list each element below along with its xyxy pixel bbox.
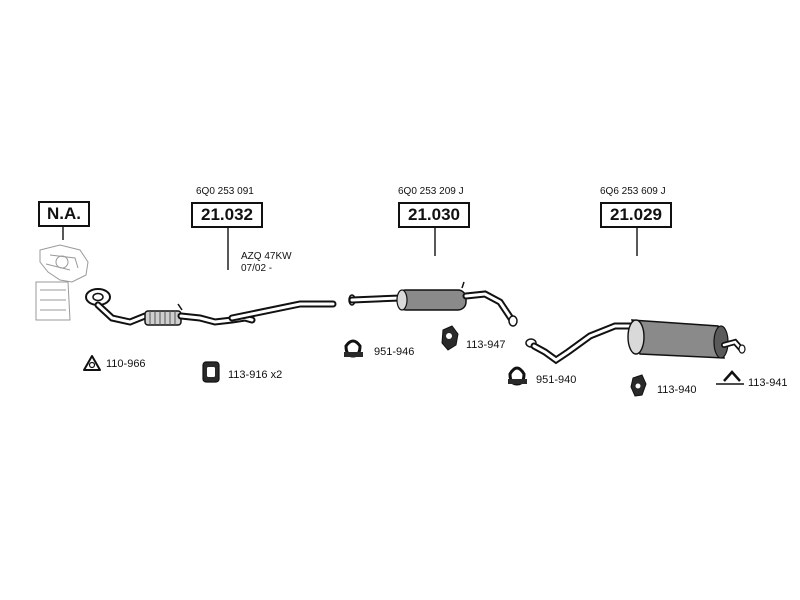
oe-number-21032: 6Q0 253 091 xyxy=(196,186,254,197)
rubber-mount-icon xyxy=(202,361,220,383)
pipe-clamp-icon-951-940 xyxy=(508,366,527,386)
catalytic-converter-sketch xyxy=(35,244,89,321)
part-number-21032: 21.032 xyxy=(201,205,253,224)
part-box-21029[interactable]: 21.029 xyxy=(600,202,672,228)
part-number-21029: 21.029 xyxy=(610,205,662,224)
rubber-mount-icon-113-940 xyxy=(630,374,647,397)
accessory-label-951-940: 951-940 xyxy=(536,374,577,386)
part-number-21030: 21.030 xyxy=(408,205,460,224)
engine-note: AZQ 47KW xyxy=(241,251,292,262)
part-box-21030[interactable]: 21.030 xyxy=(398,202,470,228)
accessory-label-113-916: 113-916 x2 xyxy=(228,369,283,381)
part-number-na: N.A. xyxy=(47,204,81,223)
pipe-clamp-icon-951-946 xyxy=(344,339,363,358)
gasket-icon xyxy=(83,355,101,371)
accessory-label-951-946: 951-946 xyxy=(374,346,415,358)
accessory-label-110-966: 110-966 xyxy=(106,358,146,370)
accessory-label-113-940: 113-940 xyxy=(657,384,697,396)
accessory-label-113-947: 113-947 xyxy=(466,339,506,351)
part-box-21032[interactable]: 21.032 xyxy=(191,202,263,228)
date-note: 07/02 - xyxy=(241,263,273,274)
accessory-label-113-941: 113-941 xyxy=(748,377,788,389)
oe-number-21030: 6Q0 253 209 J xyxy=(398,186,464,197)
oe-number-21029: 6Q6 253 609 J xyxy=(600,186,666,197)
rear-silencer-21029 xyxy=(525,319,746,365)
front-pipe-21032 xyxy=(85,288,337,326)
middle-silencer-21030 xyxy=(348,281,518,327)
hanger-bracket-icon-113-941 xyxy=(716,370,744,385)
part-box-na: N.A. xyxy=(38,201,90,227)
rubber-mount-icon-113-947 xyxy=(441,325,459,351)
